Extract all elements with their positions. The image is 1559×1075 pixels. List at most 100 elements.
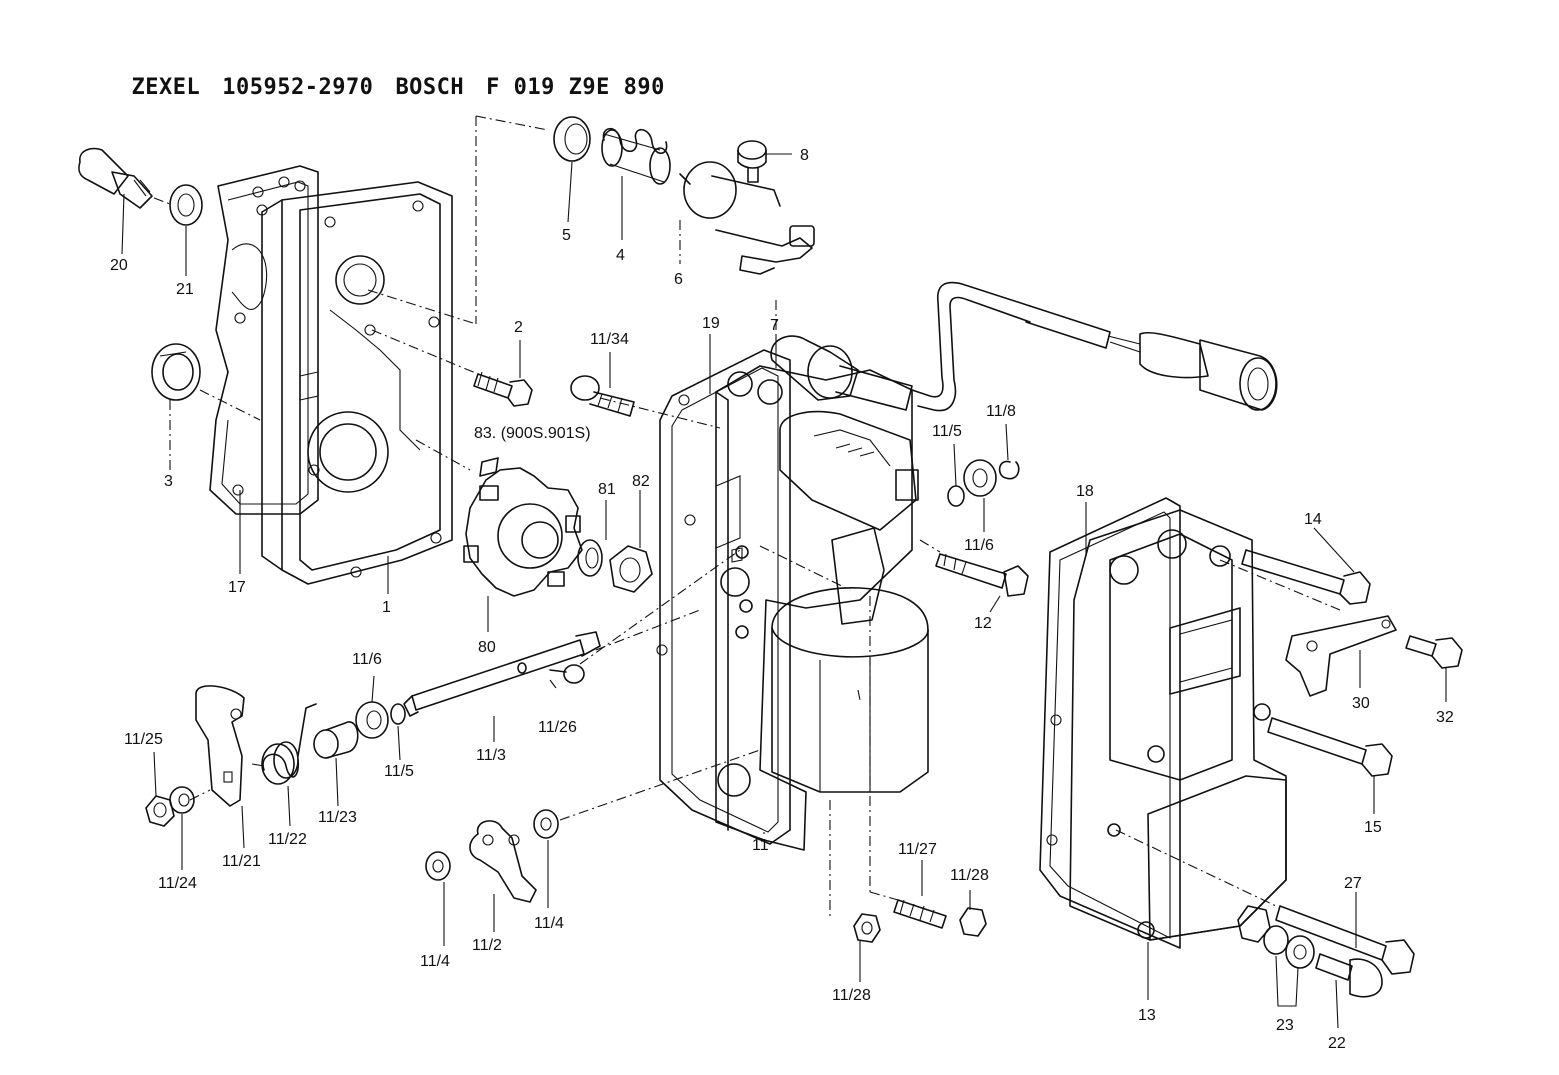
part-labels: 8 5 4 6 20 21 2 11/34 19 7 3 83. (900S.9… [110,147,1454,1052]
label-6: 6 [674,271,683,288]
label-11-4-right: 11/4 [534,915,564,932]
label-11-5-top: 11/5 [932,423,962,440]
spring-11-22 [261,703,317,785]
label-11-22: 11/22 [268,831,307,848]
label-8: 8 [800,147,809,164]
washer-11-4-left [425,851,451,881]
label-11-25: 11/25 [124,731,163,748]
label-11-8: 11/8 [986,403,1016,420]
label-83: 83. (900S.901S) [474,425,591,442]
gasket-18 [1039,497,1181,949]
bushing-11-23 [313,721,359,759]
label-11-28-right: 11/28 [950,867,989,884]
label-11-3: 11/3 [476,747,506,764]
gasket-17 [209,165,319,515]
label-15: 15 [1364,819,1382,836]
label-23: 23 [1276,1017,1294,1034]
leader-lines [121,153,1447,1029]
bolt-14 [1241,549,1371,605]
label-30: 30 [1352,695,1370,712]
bracket-30 [1285,615,1397,697]
cable-7 [911,281,1278,412]
washer-81 [577,539,603,577]
label-12: 12 [974,615,992,632]
screw-12 [935,553,1029,597]
bolt-11-34 [570,375,635,417]
label-11-28-bottom: 11/28 [832,987,871,1004]
label-11-21: 11/21 [222,853,261,870]
body-11 [715,335,929,851]
label-2: 2 [514,319,523,336]
label-7: 7 [770,317,779,334]
washers-23 [1263,925,1315,969]
lever-11-2 [469,820,537,903]
label-3: 3 [164,473,173,490]
label-1: 1 [382,599,391,616]
washer-11-6-shaft [355,701,389,739]
spring-4 [601,127,671,185]
label-4: 4 [616,247,625,264]
label-11-2: 11/2 [472,937,502,954]
label-82: 82 [632,473,650,490]
label-17: 17 [228,579,246,596]
label-11-6-shaft: 11/6 [352,651,382,668]
nut-11-28-bottom [853,913,881,943]
label-18: 18 [1076,483,1094,500]
rotor-80 [463,467,583,597]
nut-11-25 [145,795,175,827]
label-11: 11 [752,837,769,854]
plug-22 [1315,953,1383,998]
nut-11-28-right [959,907,987,937]
bolt-27 [1275,905,1415,975]
label-11-5-shaft: 11/5 [384,763,414,780]
title-brand: ZEXEL [131,75,201,100]
plug-20 [78,147,153,209]
seal-5 [553,116,591,162]
label-11-4-left: 11/4 [420,953,450,970]
washer-11-6-top [963,459,997,497]
ring-11-5-shaft [390,703,406,725]
label-11-6-top: 11/6 [964,537,994,554]
screw-8 [737,140,767,183]
screw-11-26 [549,664,585,684]
diagram-title: ZEXEL 105952-2970 BOSCH F 019 Z9E 890 [104,50,687,100]
assembly-lines [153,115,1341,920]
label-22: 22 [1328,1035,1346,1052]
label-14: 14 [1304,511,1322,528]
plunger-6 [679,161,815,275]
label-27: 27 [1344,875,1362,892]
label-11-34: 11/34 [590,331,629,348]
bolt-2 [473,371,533,407]
label-80: 80 [478,639,496,656]
shaft-11-3 [403,631,601,717]
nut-82 [609,545,653,593]
label-5: 5 [562,227,571,244]
label-19: 19 [702,315,720,332]
seal-3 [151,343,201,401]
label-11-26: 11/26 [538,719,577,736]
label-21: 21 [176,281,194,298]
label-11-24: 11/24 [158,875,197,892]
washer-11-4-right [533,809,559,839]
label-20: 20 [110,257,128,274]
lever-11-21 [195,685,245,807]
title-bosch-number: F 019 Z9E 890 [486,75,665,100]
washer-21 [169,184,203,226]
cover-13 [1069,509,1287,943]
bolt-15 [1267,717,1393,777]
ring-11-5-top [947,485,965,507]
label-81: 81 [598,481,616,498]
title-bosch: BOSCH [395,75,465,100]
housing-1 [261,181,453,585]
stud-11-27 [893,899,947,929]
bolt-32 [1405,635,1463,669]
label-32: 32 [1436,709,1454,726]
label-13: 13 [1138,1007,1156,1024]
gasket-19 [656,349,791,845]
key-83 [479,457,499,477]
title-part-number: 105952-2970 [222,75,374,100]
label-11-27: 11/27 [898,841,937,858]
label-11-23: 11/23 [318,809,357,826]
clip-11-8 [998,460,1020,480]
